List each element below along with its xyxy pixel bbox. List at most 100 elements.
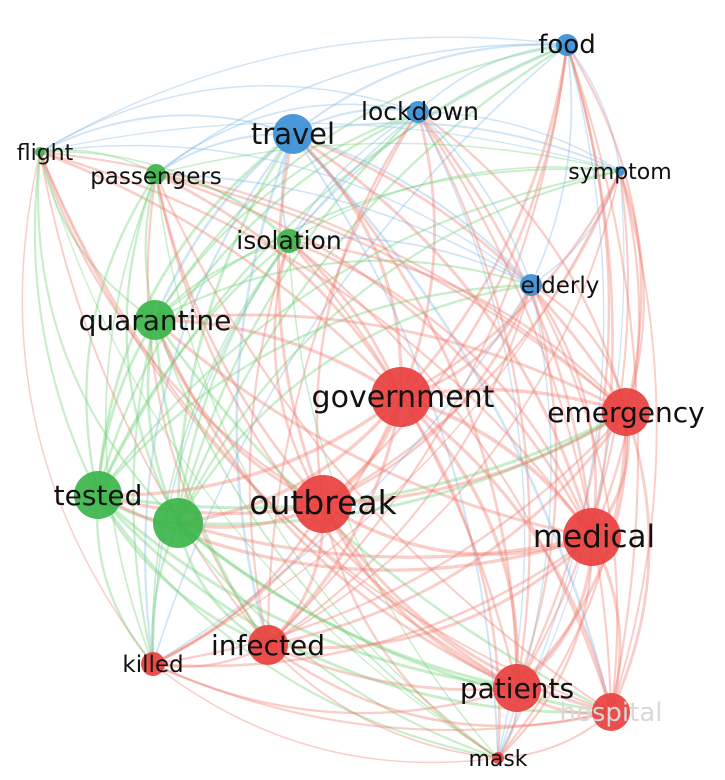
edge-travel-tested xyxy=(96,132,294,496)
edge-food-infected xyxy=(267,44,569,646)
edge-flight-infected xyxy=(39,151,269,646)
node-passengers[interactable] xyxy=(146,164,166,184)
node-food[interactable] xyxy=(556,34,578,56)
edge-food-symptom xyxy=(566,44,621,172)
node-infected[interactable] xyxy=(248,625,288,665)
edge-emergency-mask xyxy=(497,411,628,759)
node-medical[interactable] xyxy=(563,508,621,566)
node-lockdown[interactable] xyxy=(407,101,429,123)
edge-passengers-patients xyxy=(154,173,518,690)
node-tested[interactable] xyxy=(74,471,122,519)
edge-lockdown-emergency xyxy=(417,111,628,413)
edge-flight-isolation xyxy=(39,150,290,242)
edge-food-outbreak xyxy=(322,44,569,505)
node-hospital[interactable] xyxy=(592,693,630,731)
edge-emergency-hospital xyxy=(609,411,651,713)
edge-elderly-infected xyxy=(267,284,533,646)
edge-quarantine-unlabeled xyxy=(146,319,180,524)
edge-unlabeled-medical xyxy=(177,521,593,559)
edge-lockdown-hospital xyxy=(417,111,613,713)
edge-food-elderly xyxy=(530,44,573,286)
edge-travel-medical xyxy=(292,132,594,538)
edge-lockdown-unlabeled xyxy=(176,111,419,524)
node-layer xyxy=(35,34,650,764)
edge-flight-killed xyxy=(21,151,154,665)
node-isolation[interactable] xyxy=(277,229,301,253)
edge-symptom-medical xyxy=(590,170,641,538)
edge-medical-infected xyxy=(267,535,594,650)
edge-passengers-mask xyxy=(155,173,499,759)
edge-quarantine-infected xyxy=(153,319,270,646)
edge-isolation-outbreak xyxy=(273,240,325,505)
edge-killed-mask xyxy=(152,663,499,764)
node-travel[interactable] xyxy=(273,114,313,154)
node-label-symptom: symptom xyxy=(568,160,671,185)
edge-travel-mask xyxy=(292,133,499,759)
node-label-lockdown: lockdown xyxy=(361,97,479,126)
node-label-killed: killed xyxy=(122,652,183,678)
node-label-infected: infected xyxy=(211,629,325,662)
edge-flight-tested xyxy=(33,151,99,496)
edge-elderly-unlabeled xyxy=(176,283,532,524)
edge-passengers-tested xyxy=(85,173,157,496)
edge-unlabeled-hospital xyxy=(177,521,612,714)
edge-government-killed xyxy=(152,396,403,666)
node-label-emergency: emergency xyxy=(547,396,704,429)
node-elderly[interactable] xyxy=(520,274,542,296)
node-flight[interactable] xyxy=(35,147,45,157)
edge-flight-outbreak xyxy=(38,151,324,506)
edge-flight-medical xyxy=(39,150,593,538)
edge-lockdown-quarantine xyxy=(154,110,419,321)
edge-passengers-medical xyxy=(155,172,594,538)
edge-symptom-unlabeled xyxy=(177,169,621,524)
edge-travel-symptom xyxy=(292,122,621,172)
edge-passengers-killed xyxy=(104,173,157,665)
edge-passengers-hospital xyxy=(155,173,612,713)
node-killed[interactable] xyxy=(141,652,165,676)
node-label-mask: mask xyxy=(468,747,527,772)
edge-outbreak-mask xyxy=(321,503,499,759)
edge-killed-hospital xyxy=(152,663,612,732)
node-label-quarantine: quarantine xyxy=(79,304,232,337)
edge-tested-patients xyxy=(96,493,518,690)
edge-quarantine-hospital xyxy=(153,319,612,714)
edge-passengers-infected xyxy=(146,173,269,646)
edge-emergency-infected xyxy=(267,411,628,647)
node-government[interactable] xyxy=(371,367,431,427)
node-quarantine[interactable] xyxy=(135,300,175,340)
node-emergency[interactable] xyxy=(602,388,650,436)
edge-travel-hospital xyxy=(292,133,613,713)
edge-lockdown-infected xyxy=(266,111,419,646)
edge-symptom-killed xyxy=(152,170,621,665)
edge-symptom-isolation xyxy=(288,166,621,242)
edge-symptom-emergency xyxy=(619,170,645,413)
edge-unlabeled-patients xyxy=(177,521,518,690)
edge-food-passengers xyxy=(155,43,568,175)
node-symptom[interactable] xyxy=(615,166,625,176)
edge-tested-mask xyxy=(97,494,499,760)
edge-food-lockdown xyxy=(417,44,568,113)
node-label-medical: medical xyxy=(533,519,655,555)
edge-elderly-killed xyxy=(152,284,532,665)
node-outbreak[interactable] xyxy=(294,475,352,533)
node-patients[interactable] xyxy=(493,664,541,712)
edge-flight-quarantine xyxy=(39,151,156,321)
node-unlabeled[interactable] xyxy=(153,498,203,548)
edge-outbreak-hospital xyxy=(321,503,612,714)
node-mask[interactable] xyxy=(492,752,504,764)
edge-quarantine-patients xyxy=(153,319,518,690)
edge-isolation-killed xyxy=(151,240,290,665)
edge-unlabeled-mask xyxy=(177,522,499,760)
edge-outbreak-medical xyxy=(322,502,593,557)
edge-quarantine-mask xyxy=(154,319,499,759)
edge-travel-flight xyxy=(39,114,294,153)
edge-food-hospital xyxy=(565,44,639,713)
edge-travel-infected xyxy=(235,133,295,646)
edge-isolation-medical xyxy=(288,239,594,538)
edge-elderly-outbreak xyxy=(322,284,533,506)
edge-food-medical xyxy=(565,44,614,538)
edge-symptom-infected xyxy=(267,170,621,646)
node-label-patients: patients xyxy=(460,672,574,705)
edge-isolation-infected xyxy=(248,240,291,646)
